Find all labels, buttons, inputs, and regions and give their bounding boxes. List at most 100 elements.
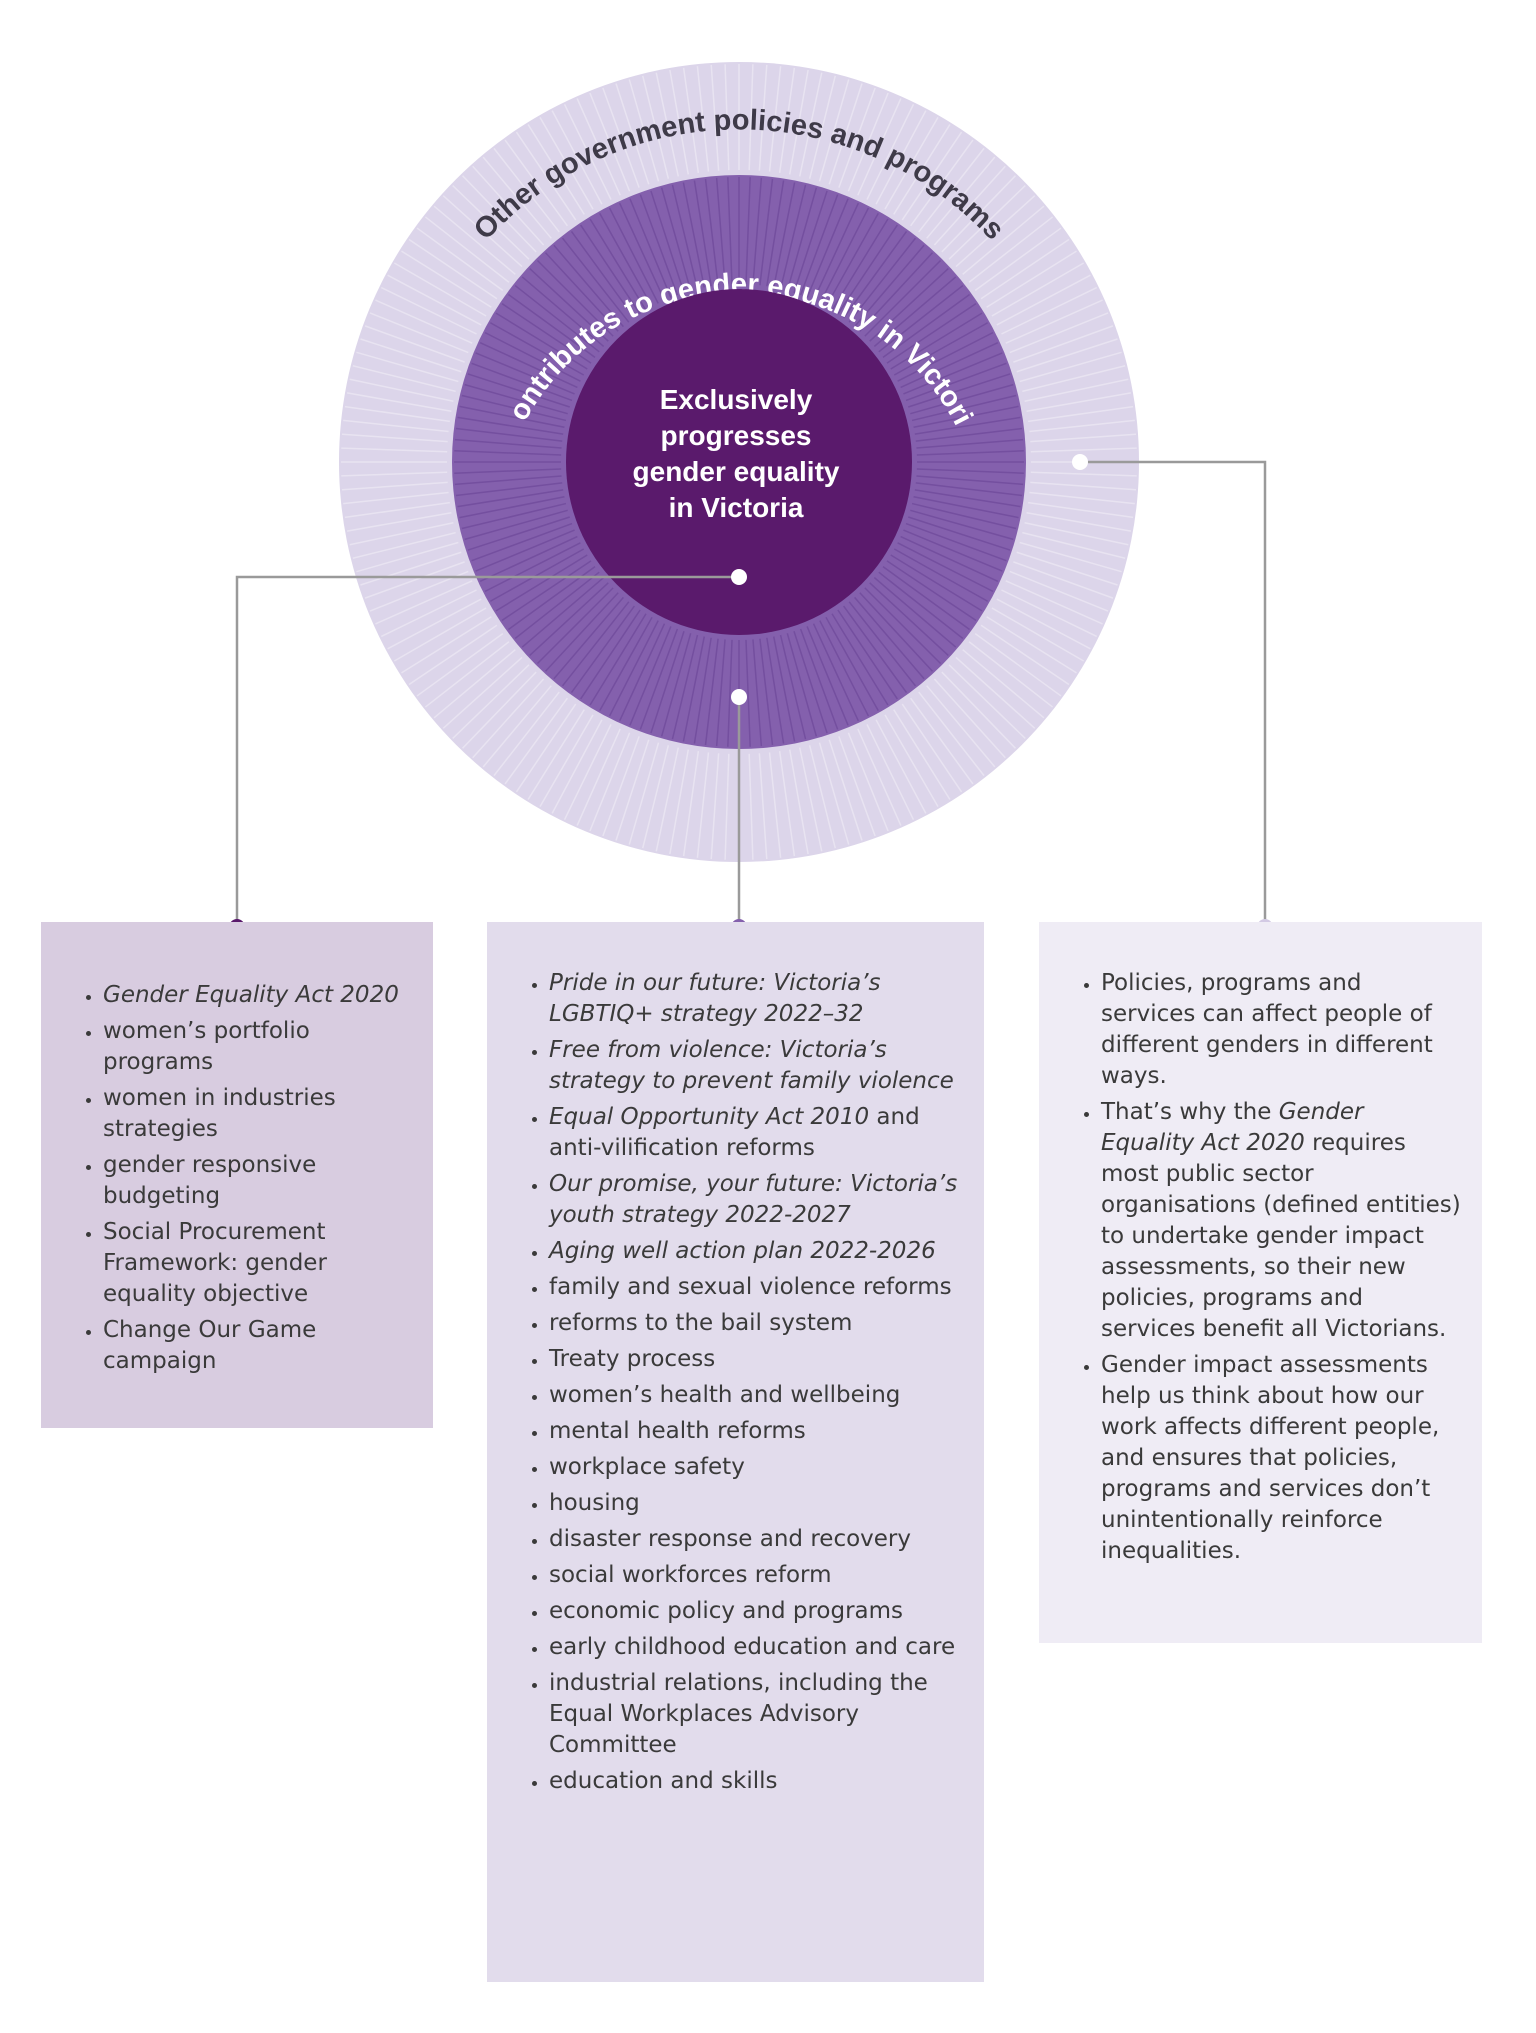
italic-title-text: Equal Opportunity Act 2010 (549, 1104, 870, 1130)
item-text: and anti-vilification reforms (549, 1104, 920, 1161)
ring-ray (364, 325, 465, 363)
list-item: Pride in our future: Victoria’s LGBTIQ+ … (549, 968, 964, 1030)
ring-ray (655, 747, 680, 852)
ring-ray (344, 405, 450, 423)
ring-ray (507, 293, 596, 358)
ring-ray (890, 554, 983, 612)
ring-ray (641, 75, 670, 179)
list-item: Social Procurement Framework: gender equ… (103, 1217, 413, 1310)
ring-ray (484, 331, 581, 382)
ring-ray (553, 244, 624, 328)
ring-ray (893, 548, 989, 602)
ring-ray (968, 216, 1054, 283)
ring-ray (1030, 433, 1137, 443)
ring-ray (475, 529, 575, 572)
ring-ray (901, 703, 963, 793)
ring-ray (866, 724, 915, 821)
ring-ray (837, 224, 898, 315)
ring-ray (875, 719, 927, 814)
ring-ray (828, 83, 863, 185)
ring-ray (724, 753, 730, 860)
ring-ray (715, 639, 726, 747)
ring-ray (484, 542, 581, 593)
ring-ray (464, 509, 568, 541)
ring-ray (515, 131, 577, 221)
ring-ray (341, 447, 448, 453)
ring-ray (459, 495, 565, 519)
ring-ray (752, 177, 763, 285)
inner-circle-label: Exclusively progresses gender equality i… (633, 384, 840, 523)
ring-ray (576, 98, 621, 196)
ring-ray (1030, 481, 1137, 491)
ring-ray (467, 516, 570, 551)
ring-ray (639, 194, 679, 296)
ring-ray (1024, 521, 1129, 546)
ring-ray (748, 64, 754, 171)
ring-ray (933, 678, 1006, 759)
ring-ray (759, 178, 774, 286)
ring-ray (745, 639, 751, 747)
ring-ray (472, 678, 545, 759)
ring-ray (501, 560, 592, 621)
ring-ray (926, 685, 996, 768)
ring-ray (696, 66, 710, 172)
italic-title-text: Pride in our future: Victoria’s LGBTIQ+ … (549, 970, 881, 1027)
ring-ray (869, 267, 949, 342)
list-item: family and sexual violence reforms (549, 1272, 964, 1303)
inner-label-line-4: in Victoria (669, 492, 804, 523)
list-item: women in industries strategies (103, 1083, 413, 1145)
ring-ray (857, 728, 902, 826)
ring-ray (393, 607, 487, 662)
ring-ray (991, 262, 1085, 317)
ring-ray (360, 338, 462, 373)
ring-ray (580, 609, 641, 700)
ring-ray (544, 592, 619, 672)
item-text: early childhood education and care (549, 1634, 956, 1660)
italic-title-text: Free from violence: Victoria’s strategy … (549, 1037, 954, 1094)
ring-ray (847, 92, 889, 192)
ring-ray (778, 67, 796, 173)
ring-ray (352, 364, 456, 393)
ring-ray (536, 587, 614, 665)
item-text: education and skills (549, 1768, 778, 1794)
ring-ray (553, 596, 624, 680)
ring-ray (529, 267, 609, 342)
ring-ray (799, 194, 839, 296)
ring-ray (914, 489, 1021, 508)
ring-ray (710, 64, 720, 171)
ring-ray (847, 732, 889, 832)
ring-ray (848, 237, 917, 323)
ring-ray (682, 751, 700, 857)
ring-ray (1009, 312, 1109, 354)
item-text: women in industries strategies (103, 1085, 336, 1142)
ring-ray (682, 636, 706, 742)
ring-ray (696, 752, 710, 858)
ring-ray (369, 312, 469, 354)
ring-ray (869, 582, 949, 657)
ring-ray (903, 352, 1003, 395)
item-text: Social Procurement Framework: gender equ… (103, 1219, 327, 1307)
ring-ray (472, 165, 545, 246)
ring-ray (710, 753, 720, 860)
ring-ray (341, 433, 448, 443)
ring-ray (772, 636, 796, 742)
ring-ray (608, 207, 659, 304)
ring-ray (561, 601, 630, 687)
ring-ray (905, 362, 1007, 402)
ring-ray (599, 212, 653, 308)
ring-ray (527, 124, 585, 215)
ring-ray (941, 175, 1017, 253)
ring-ray (926, 156, 996, 239)
ring-ray (941, 671, 1017, 749)
list-item: early childhood education and care (549, 1632, 964, 1663)
ring-ray (1001, 589, 1098, 638)
ring-ray (875, 110, 927, 205)
ring-ray (1026, 392, 1132, 413)
ring-ray (905, 522, 1007, 562)
ring-ray (343, 491, 449, 505)
list-item: education and skills (549, 1766, 964, 1797)
ring-ray (884, 714, 939, 808)
ring-ray (819, 207, 870, 304)
ring-ray (589, 732, 631, 832)
ring-ray (660, 187, 692, 291)
